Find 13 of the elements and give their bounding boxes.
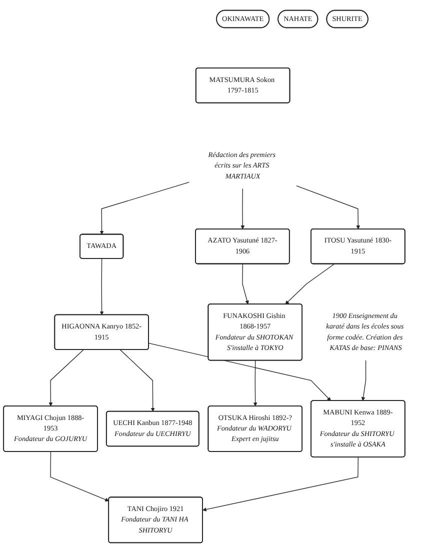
arrow [100,182,190,235]
arrow [148,342,331,401]
arrow [48,349,84,406]
arrow [202,456,358,512]
arrow [285,264,335,304]
arrow [296,186,360,230]
arrow [240,188,245,230]
arrow [120,349,155,412]
arrow [242,264,249,304]
arrow [100,258,104,316]
arrow [361,360,366,401]
arrow [50,451,109,502]
arrow [253,360,258,406]
